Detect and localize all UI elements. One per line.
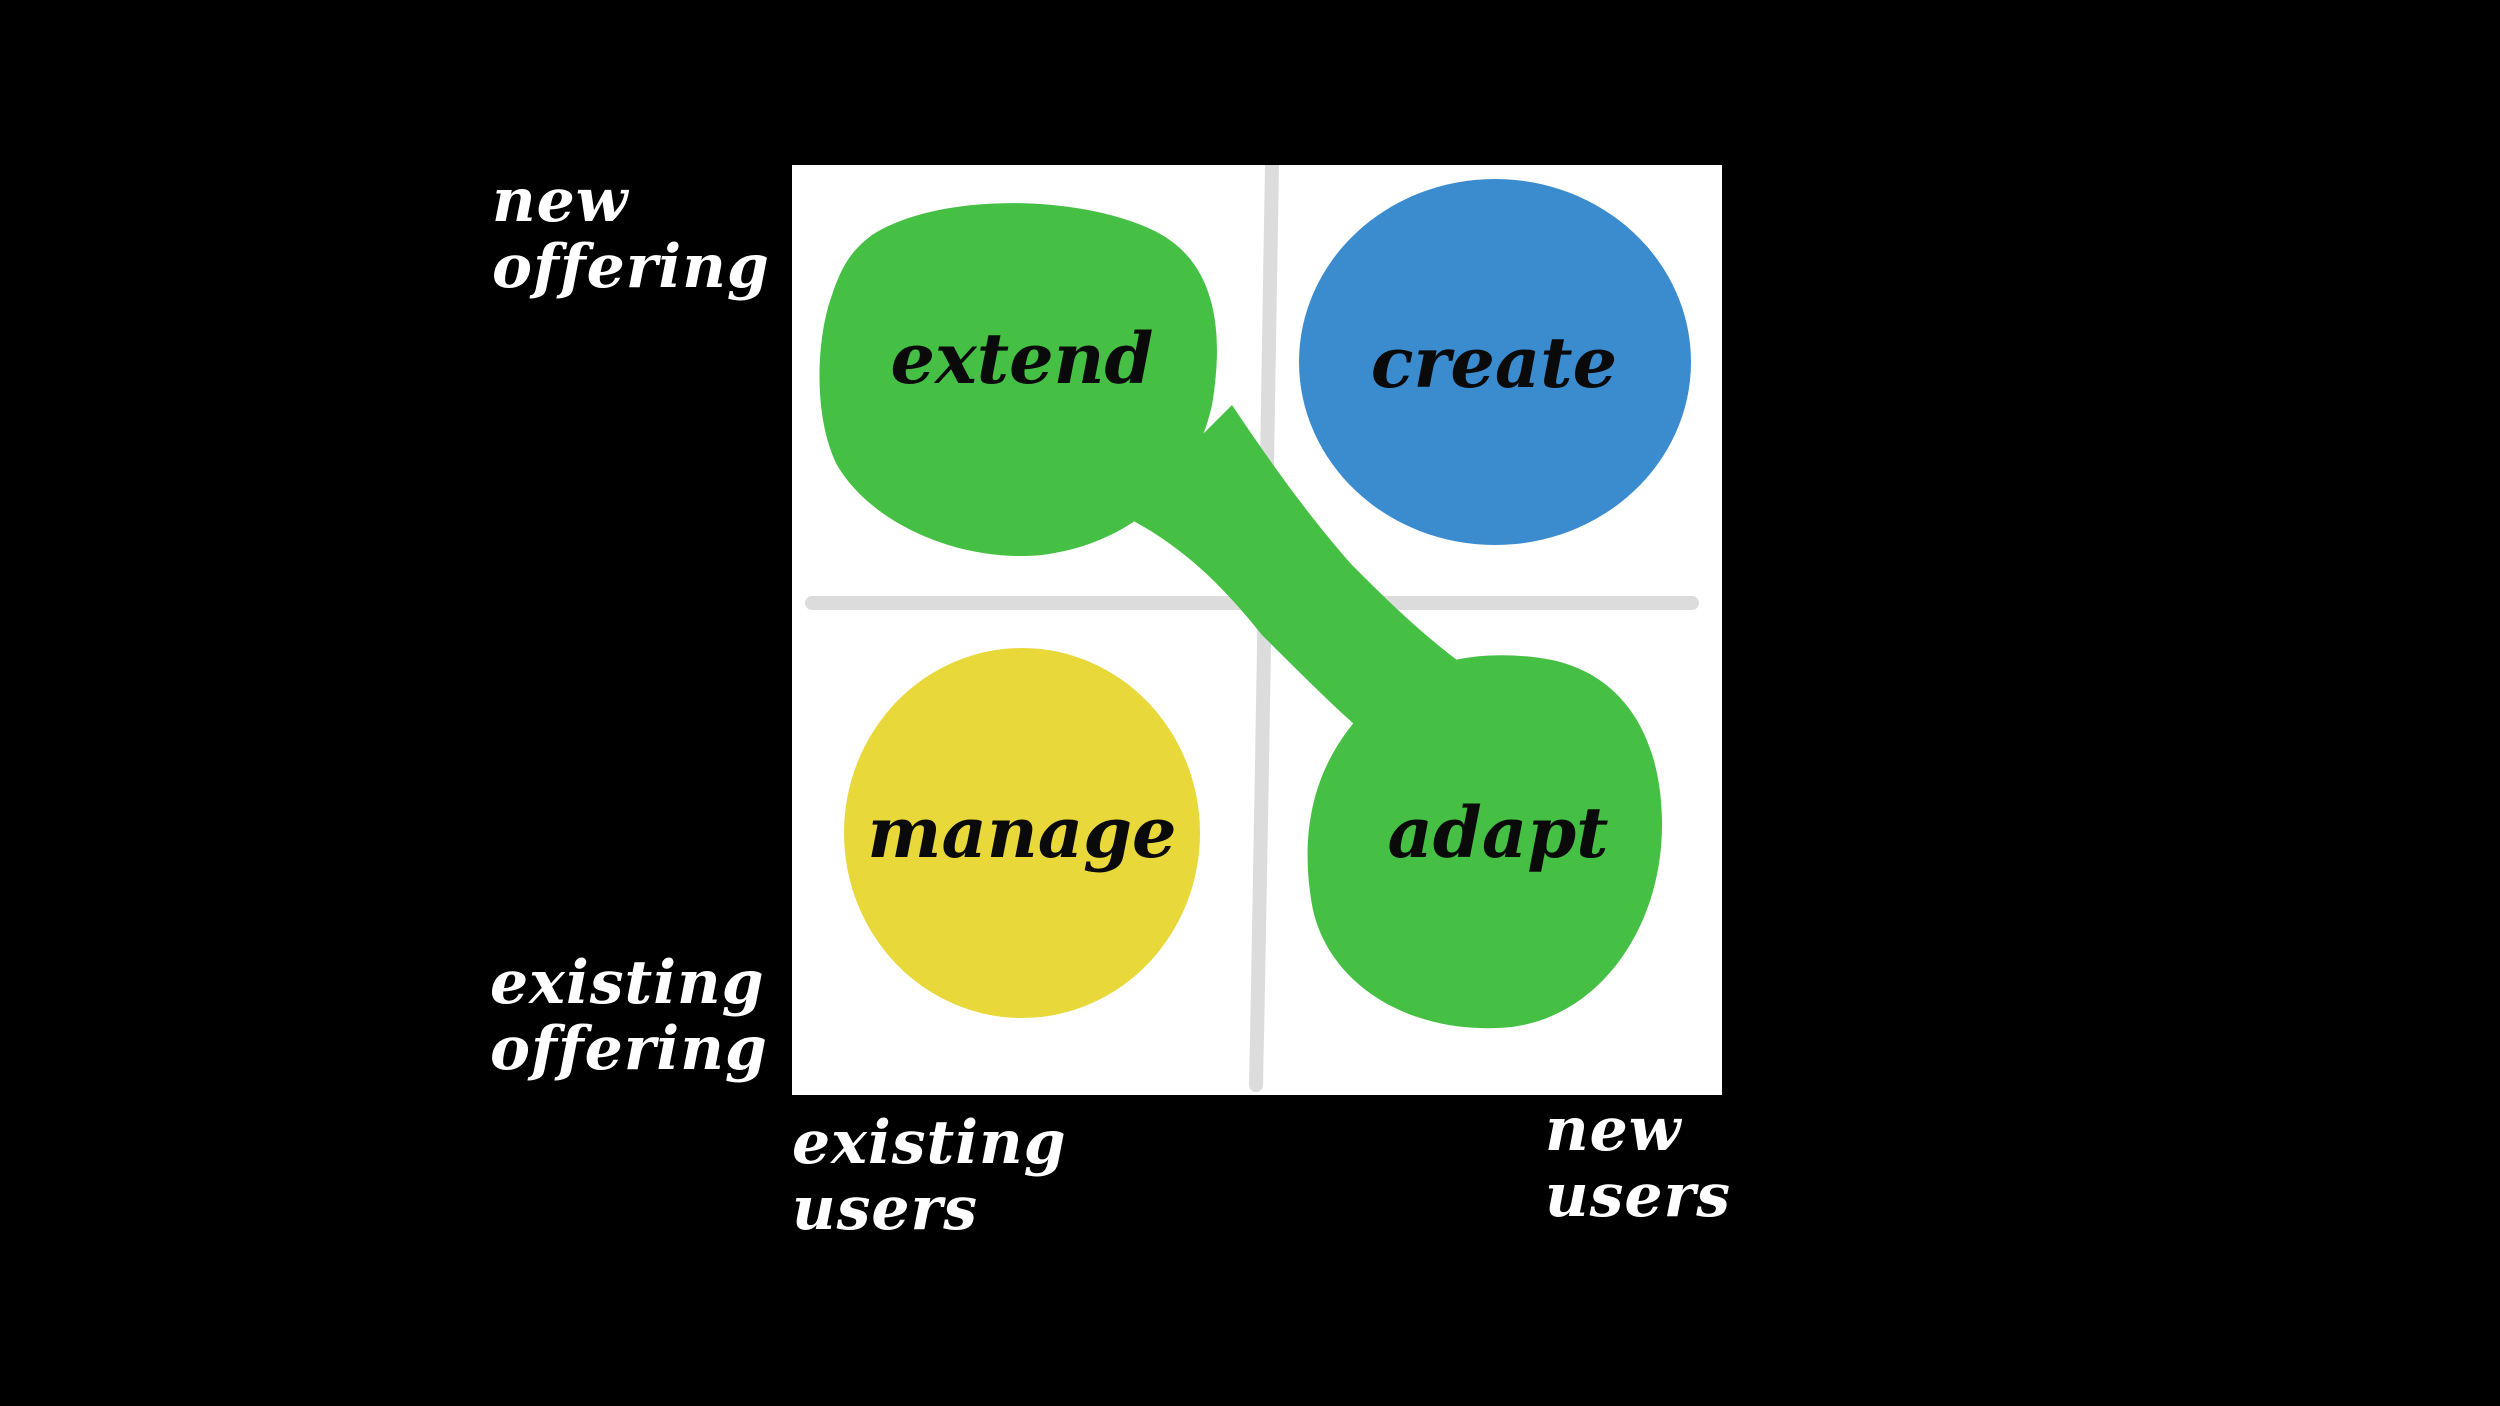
extend-blob	[819, 203, 1217, 557]
x-axis-right-label: new users	[1545, 1097, 1731, 1229]
y-axis-top-label: new offering	[492, 168, 770, 300]
manage-blob	[844, 648, 1200, 1018]
adapt-label: adapt	[1388, 791, 1609, 874]
x-axis-left-label: existing users	[792, 1110, 1067, 1242]
quadrant-diagram: extend create manage adapt	[805, 165, 1699, 1092]
y-axis-bottom-label: existing offering	[490, 950, 768, 1082]
x-axis-right-line-1: new	[1545, 1095, 1682, 1165]
x-axis-right-line-2: users	[1545, 1161, 1731, 1231]
create-label: create	[1371, 321, 1617, 404]
x-axis-left-line-2: users	[792, 1174, 978, 1244]
y-axis-top-line-2: offering	[492, 232, 770, 302]
vertical-divider	[1249, 165, 1279, 1092]
x-axis-left-line-1: existing	[792, 1108, 1067, 1178]
adapt-blob	[1307, 655, 1662, 1029]
manage-label: manage	[867, 791, 1176, 874]
y-axis-top-line-1: new	[492, 166, 629, 236]
extend-label: extend	[891, 317, 1154, 400]
create-blob	[1299, 179, 1691, 545]
horizontal-divider	[805, 596, 1699, 612]
extend-adapt-blob	[819, 203, 1662, 1029]
quadrant-board: extend create manage adapt	[792, 165, 1722, 1095]
y-axis-bottom-line-1: existing	[490, 948, 765, 1018]
dumbbell-handle	[1122, 405, 1492, 765]
y-axis-bottom-line-2: offering	[490, 1014, 768, 1084]
